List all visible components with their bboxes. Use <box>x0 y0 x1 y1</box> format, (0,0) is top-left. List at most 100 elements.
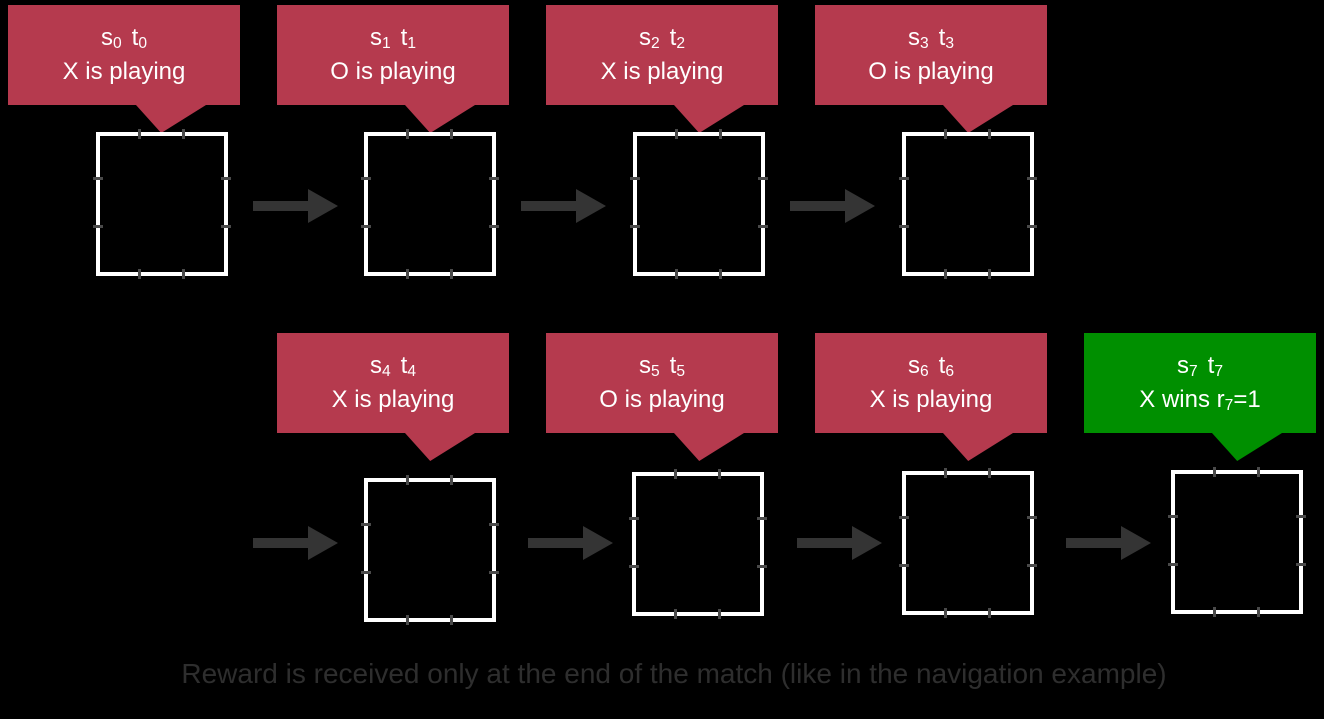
grid-line-tick <box>1168 515 1178 518</box>
grid-line-tick <box>1257 607 1260 617</box>
grid-line-tick <box>675 129 678 139</box>
transition-arrow-icon <box>253 189 338 223</box>
caption-text: Reward is received only at the end of th… <box>181 658 1167 689</box>
tictactoe-board-s5 <box>629 469 767 619</box>
bubble-tail <box>136 105 206 133</box>
tictactoe-board-s2 <box>630 129 768 279</box>
grid-line-tick <box>718 469 721 479</box>
grid-line-tick <box>489 571 499 574</box>
tictactoe-board-s3 <box>899 129 1037 279</box>
tictactoe-board-s1 <box>361 129 499 279</box>
grid-line-tick <box>630 177 640 180</box>
player-status-label: X is playing <box>869 386 993 413</box>
grid-line-tick <box>988 269 991 279</box>
grid-line-tick <box>450 129 453 139</box>
player-status-label: X is playing <box>331 386 455 413</box>
grid-line-tick <box>450 615 453 625</box>
grid-line-tick <box>93 177 103 180</box>
grid-line-tick <box>221 177 231 180</box>
player-status-label: X is playing <box>600 58 724 85</box>
grid-line-tick <box>489 225 499 228</box>
grid-line-tick <box>1213 607 1216 617</box>
bubble-tail <box>674 433 744 461</box>
grid-line-tick <box>988 129 991 139</box>
grid-line-tick <box>719 129 722 139</box>
grid-line-tick <box>758 177 768 180</box>
tictactoe-board-s0 <box>93 129 231 279</box>
grid-line-tick <box>988 608 991 618</box>
grid-line-tick <box>719 269 722 279</box>
grid-line-tick <box>406 269 409 279</box>
grid-line-tick <box>1296 563 1306 566</box>
grid-line-tick <box>899 564 909 567</box>
grid-line-tick <box>182 269 185 279</box>
grid-line-tick <box>489 177 499 180</box>
player-status-label: X is playing <box>62 58 186 85</box>
bubble-tail <box>405 105 475 133</box>
grid-line-tick <box>1027 177 1037 180</box>
transition-arrow-icon <box>521 189 606 223</box>
grid-line-tick <box>221 225 231 228</box>
grid-line-tick <box>1213 467 1216 477</box>
grid-line-tick <box>944 468 947 478</box>
player-status-label: O is playing <box>330 58 456 85</box>
grid-line-tick <box>1027 225 1037 228</box>
grid-line-tick <box>406 129 409 139</box>
grid-line-tick <box>944 129 947 139</box>
grid-line-tick <box>489 523 499 526</box>
player-status-label: O is playing <box>599 386 725 413</box>
grid-line-tick <box>757 517 767 520</box>
grid-line-tick <box>1296 515 1306 518</box>
bubble-tail <box>943 105 1013 133</box>
grid-line-tick <box>138 129 141 139</box>
grid-line-tick <box>899 177 909 180</box>
grid-line-tick <box>93 225 103 228</box>
tictactoe-board-s7 <box>1168 467 1306 617</box>
grid-line-tick <box>629 517 639 520</box>
grid-line-tick <box>450 269 453 279</box>
grid-line-tick <box>182 129 185 139</box>
grid-line-tick <box>758 225 768 228</box>
grid-line-tick <box>361 177 371 180</box>
transition-arrow-icon <box>790 189 875 223</box>
grid-line-tick <box>630 225 640 228</box>
bubble-tail <box>674 105 744 133</box>
grid-line-tick <box>138 269 141 279</box>
grid-line-tick <box>674 469 677 479</box>
bubble-tail <box>405 433 475 461</box>
grid-line-tick <box>406 475 409 485</box>
grid-line-tick <box>361 571 371 574</box>
transition-arrow-icon <box>797 526 882 560</box>
grid-line-tick <box>629 565 639 568</box>
grid-line-tick <box>1027 516 1037 519</box>
transition-arrow-icon <box>1066 526 1151 560</box>
bubble-tail <box>943 433 1013 461</box>
grid-line-tick <box>757 565 767 568</box>
grid-line-tick <box>899 516 909 519</box>
transition-arrow-icon <box>253 526 338 560</box>
transition-arrow-icon <box>528 526 613 560</box>
grid-line-tick <box>1257 467 1260 477</box>
grid-line-tick <box>1168 563 1178 566</box>
grid-line-tick <box>944 608 947 618</box>
grid-line-tick <box>674 609 677 619</box>
reward-status-label: X wins r7=1 <box>1139 386 1261 414</box>
grid-line-tick <box>361 523 371 526</box>
bubble-tail <box>1212 433 1282 461</box>
grid-line-tick <box>361 225 371 228</box>
grid-line-tick <box>675 269 678 279</box>
grid-line-tick <box>1027 564 1037 567</box>
